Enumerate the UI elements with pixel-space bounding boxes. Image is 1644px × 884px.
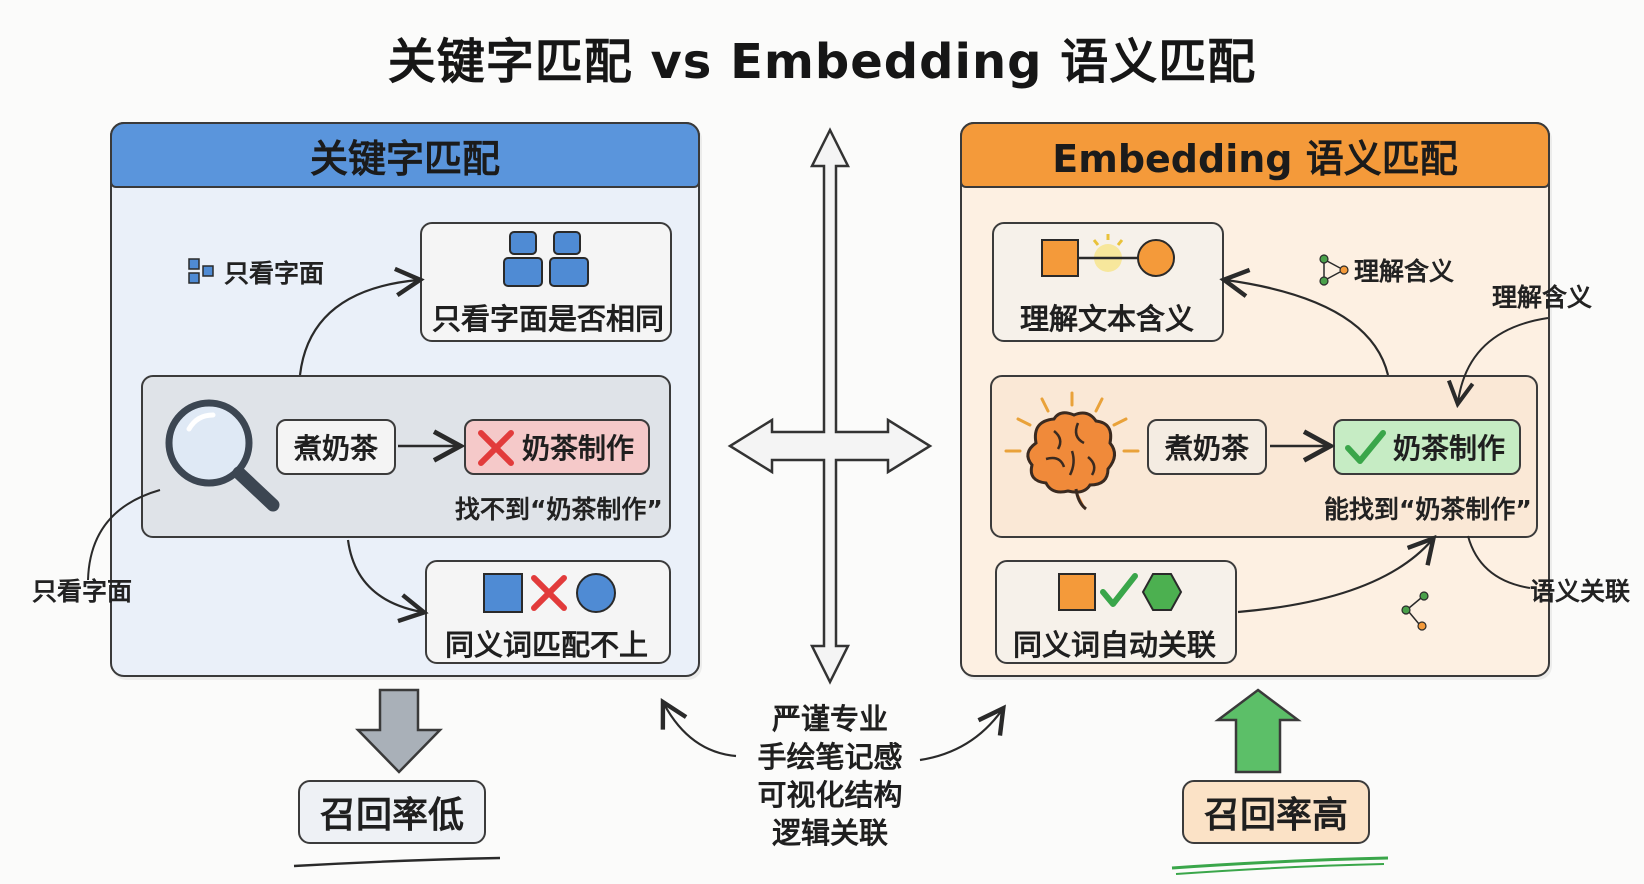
recall-high-badge: 召回率高: [1182, 780, 1370, 844]
keyword-search-box: 煮奶茶 奶茶制作 找不到“奶茶制作”: [141, 375, 671, 538]
literal-compare-box: 只看字面是否相同: [420, 222, 672, 342]
caption-line-1: 严谨专业: [771, 702, 888, 736]
caption-line-3: 可视化结构: [757, 778, 903, 812]
synonym-fail-label: 同义词匹配不上: [445, 628, 649, 662]
semantic-search-box: 煮奶茶 奶茶制作 能找到“奶茶制作”: [990, 375, 1538, 538]
up-arrow-icon: [1214, 688, 1302, 774]
literal-note: 只看字面: [188, 254, 324, 290]
understand-meaning-label: 理解文本含义: [1020, 302, 1195, 336]
result-pill-right: 奶茶制作: [1333, 419, 1521, 475]
underline-high: [1171, 856, 1389, 870]
cross-icon: [478, 430, 514, 466]
center-caption: 严谨专业 手绘笔记感 可视化结构 逻辑关联: [700, 700, 960, 852]
blocks-icon: [503, 231, 589, 287]
synonym-link-box: 同义词自动关联: [995, 560, 1237, 664]
branch-icon: [1319, 254, 1349, 286]
literal-compare-label: 只看字面是否相同: [432, 302, 665, 336]
meaning-note: 理解含义: [1318, 252, 1454, 288]
result-pill-left-text: 奶茶制作: [521, 432, 634, 465]
caption-line-4: 逻辑关联: [771, 816, 888, 850]
outside-meaning-note: 理解含义: [1492, 283, 1593, 312]
outside-literal-note: 只看字面: [32, 577, 133, 606]
relation-graph-icon: [1401, 591, 1429, 631]
meaning-note-text: 理解含义: [1354, 257, 1455, 286]
squares-icon: [188, 258, 214, 284]
shape-match-icon: [1058, 573, 1183, 611]
magnifier-icon: [165, 399, 280, 512]
result-pill-right-text: 奶茶制作: [1392, 432, 1505, 465]
recall-low-badge: 召回率低: [298, 780, 486, 844]
underline-low: [293, 856, 501, 868]
square-to-circle-icon: [1041, 234, 1175, 277]
understand-meaning-box: 理解文本含义: [992, 222, 1224, 342]
page-title: 关键字匹配 vs Embedding 语义匹配: [387, 34, 1257, 90]
query-pill-left: 煮奶茶: [276, 419, 396, 475]
success-note: 能找到“奶茶制作”: [1324, 495, 1532, 524]
embedding-match-header: Embedding 语义匹配: [960, 122, 1550, 188]
synonym-fail-box: 同义词匹配不上: [425, 560, 671, 664]
caption-line-2: 手绘笔记感: [757, 740, 903, 774]
down-arrow-icon: [355, 688, 443, 774]
keyword-match-header: 关键字匹配: [110, 122, 700, 188]
center-cross-arrow: [727, 127, 933, 685]
synonym-link-label: 同义词自动关联: [1013, 628, 1217, 662]
result-pill-left: 奶茶制作: [464, 419, 650, 475]
brain-icon: [1004, 391, 1140, 511]
outside-relation-note: 语义关联: [1530, 577, 1631, 606]
query-pill-right: 煮奶茶: [1147, 419, 1267, 475]
shape-mismatch-icon: [483, 573, 616, 613]
fail-note: 找不到“奶茶制作”: [455, 495, 663, 524]
literal-note-text: 只看字面: [224, 259, 325, 288]
check-icon: [1345, 430, 1386, 464]
